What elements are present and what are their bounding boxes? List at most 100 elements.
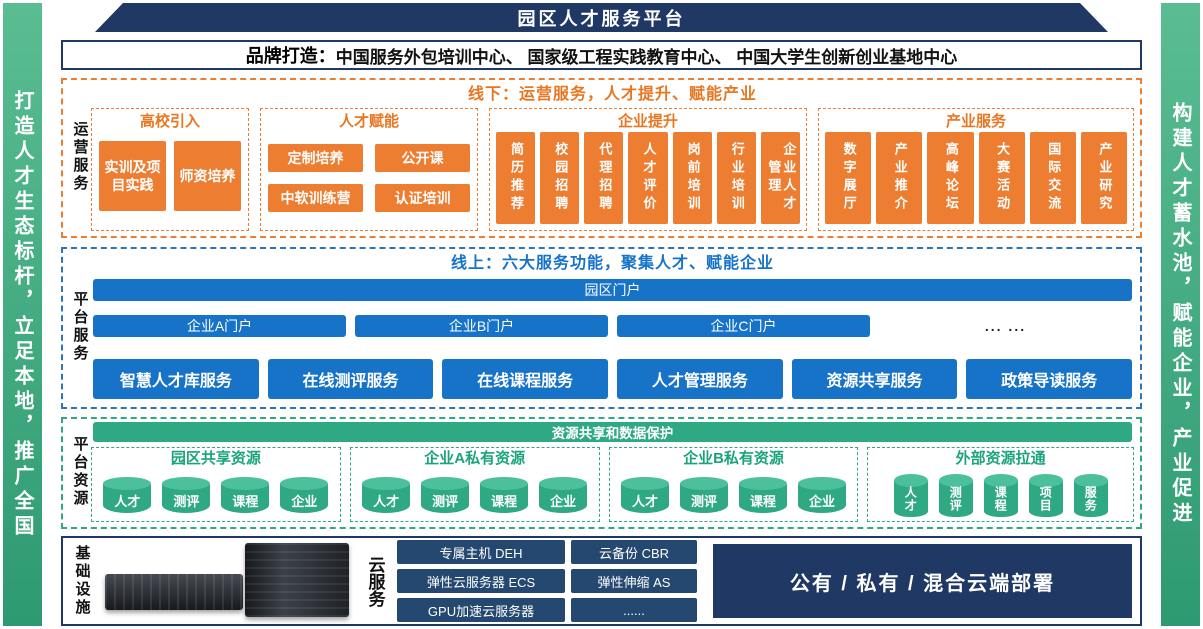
group-industry-service: 产业服务 数字展厅产业推介高峰论坛大赛活动国际交流产业研究 [818, 108, 1134, 231]
database-cylinder-icon: 测评 [938, 474, 973, 517]
cylinder-label: 企业 [550, 493, 577, 509]
database-cylinder-icon: 人才 [620, 477, 669, 513]
database-cylinder-icon: 企业 [539, 477, 588, 513]
brand-row: 品牌打造： 中国服务外包培训中心、 国家级工程实践教育中心、 中国大学生创新创业… [61, 40, 1142, 70]
platform-body: 线上：六大服务功能，聚集人才、赋能企业 园区门户 企业A门户企业B门户企业C门户… [91, 252, 1134, 402]
cylinder-label: 测评 [690, 493, 717, 509]
tower-server-image [245, 543, 349, 617]
cylinder-label: 人才 [373, 493, 400, 509]
cloud-deployment-box: 公有 / 私有 / 混合云端部署 [713, 544, 1132, 618]
resource-group-title: 外部资源拉通 [955, 450, 1046, 467]
database-cylinder-icon: 人才 [362, 477, 411, 513]
park-portal-bar: 园区门户 [93, 279, 1132, 301]
platform-side-label: 平台服务 [69, 252, 91, 402]
section-operation: 运营服务 线下：运营服务，人才提升、赋能产业 高校引入 实训及项目实践师资培养 … [61, 78, 1142, 238]
group-items: 数字展厅产业推介高峰论坛大赛活动国际交流产业研究 [825, 132, 1128, 224]
operation-item: 产业研究 [1080, 132, 1128, 224]
operation-body: 线下：运营服务，人才提升、赋能产业 高校引入 实训及项目实践师资培养 人才赋能 … [91, 83, 1134, 231]
section-platform-service: 平台服务 线上：六大服务功能，聚集人才、赋能企业 园区门户 企业A门户企业B门户… [61, 247, 1142, 409]
database-cylinder-icon: 企业 [797, 477, 846, 513]
operation-item: 企业人才管理 [760, 132, 800, 224]
database-cylinder-icon: 课程 [738, 477, 787, 513]
online-service-box: 在线课程服务 [442, 359, 609, 399]
cylinder-label: 测评 [173, 493, 200, 509]
operation-side-label-text: 运营服务 [71, 121, 89, 193]
database-cylinder-icon: 测评 [162, 477, 211, 513]
cylinder-label: 人才 [114, 493, 141, 509]
cloud-service-box: 专属主机 DEH [397, 540, 565, 564]
right-banner-text: 构建人才蓄水池，赋能企业，产业促进 [1169, 102, 1191, 527]
operation-item: 数字展厅 [825, 132, 872, 224]
brand-label: 品牌打造： [245, 46, 336, 66]
operation-item: 中软训练营 [268, 184, 363, 212]
operation-item: 实训及项目实践 [99, 141, 166, 211]
group-title: 高校引入 [139, 113, 200, 130]
left-banner: 打造人才生态标杆，立足本地，推广全国 [3, 3, 42, 626]
operation-item: 定制培养 [268, 144, 363, 172]
cloud-service-box: GPU加速云服务器 [397, 598, 565, 622]
resource-group-enterprise-a: 企业A私有资源 人才测评课程企业 [349, 447, 600, 522]
operation-item: 校园招聘 [540, 132, 580, 224]
enterprise-portal: 企业C门户 [617, 315, 870, 337]
group-title: 企业提升 [617, 113, 678, 130]
cylinder-label: 测评 [948, 486, 963, 512]
cloud-service-box: ...... [571, 598, 697, 622]
resource-cylinders: 人才 测评 课程 企业 [96, 469, 336, 518]
resource-group-title: 企业A私有资源 [424, 450, 526, 467]
cloud-service-label-text: 云服务 [365, 555, 385, 607]
operation-title: 线下：运营服务，人才提升、赋能产业 [467, 86, 757, 103]
cylinder-label: 人才 [631, 493, 658, 509]
enterprise-portal: 企业B门户 [355, 315, 608, 337]
cloud-service-box: 弹性伸缩 AS [571, 569, 697, 593]
operation-item: 行业培训 [716, 132, 756, 224]
database-cylinder-icon: 课程 [983, 474, 1018, 517]
group-university-intro: 高校引入 实训及项目实践师资培养 [91, 108, 249, 231]
operation-item: 国际交流 [1029, 132, 1076, 224]
left-banner-text: 打造人才生态标杆，立足本地，推广全国 [11, 89, 33, 540]
group-enterprise-improve: 企业提升 简历推荐校园招聘代理招聘人才评价岗前培训行业培训企业人才管理 [489, 108, 807, 231]
cloud-service-label: 云服务 [363, 556, 387, 607]
online-service-box: 智慧人才库服务 [93, 359, 259, 399]
group-title: 人才赋能 [338, 113, 399, 130]
enterprise-portal: ... ... [879, 315, 1132, 337]
database-cylinder-icon: 课程 [221, 477, 270, 513]
resource-side-label: 平台资源 [69, 422, 91, 522]
cylinder-label: 项目 [1038, 486, 1053, 512]
section-platform-resource: 平台资源 资源共享和数据保护 园区共享资源 人才测评课程企业 企业A私有资源 [61, 417, 1142, 529]
brand-text: 中国服务外包培训中心、 国家级工程实践教育中心、 中国大学生创新创业基地中心 [335, 47, 958, 67]
database-cylinder-icon: 测评 [421, 477, 470, 513]
cylinder-label: 服务 [1083, 486, 1098, 512]
cylinder-label: 人才 [903, 486, 918, 512]
resource-group-enterprise-b: 企业B私有资源 人才测评课程企业 [608, 447, 859, 522]
database-cylinder-icon: 企业 [280, 477, 329, 513]
database-cylinder-icon: 项目 [1028, 474, 1063, 517]
group-items: 简历推荐校园招聘代理招聘人才评价岗前培训行业培训企业人才管理 [496, 132, 800, 224]
online-service-box: 人才管理服务 [617, 359, 783, 399]
enterprise-portal: 企业A门户 [93, 315, 346, 337]
cloud-service-box: 弹性云服务器 ECS [397, 569, 565, 593]
resource-cylinders: 人才 测评 课程 企业 [614, 469, 854, 518]
cylinder-label: 课程 [749, 493, 776, 509]
server-images [103, 542, 353, 620]
group-talent-enable: 人才赋能 定制培养公开课中软训练营认证培训 [260, 108, 478, 231]
operation-item: 代理招聘 [584, 132, 624, 224]
infrastructure-side-label-text: 基础设施 [73, 545, 91, 617]
main-content: 品牌打造： 中国服务外包培训中心、 国家级工程实践教育中心、 中国大学生创新创业… [61, 40, 1142, 626]
online-service-box: 资源共享服务 [791, 359, 958, 399]
page-title-banner: 园区人才服务平台 [95, 3, 1108, 32]
enterprise-portals: 企业A门户企业B门户企业C门户 ... ... [93, 315, 1132, 337]
cylinder-label: 企业 [291, 493, 318, 509]
operation-item: 岗前培训 [672, 132, 712, 224]
operation-item: 高峰论坛 [927, 132, 974, 224]
operation-item: 师资培养 [174, 141, 241, 211]
operation-groups: 高校引入 实训及项目实践师资培养 人才赋能 定制培养公开课中软训练营认证培训 企… [91, 108, 1134, 231]
group-items: 实训及项目实践师资培养 [98, 132, 242, 224]
cylinder-label: 课程 [232, 493, 259, 509]
operation-item: 认证培训 [375, 184, 470, 212]
database-cylinder-icon: 人才 [103, 477, 152, 513]
right-banner: 构建人才蓄水池，赋能企业，产业促进 [1161, 3, 1200, 626]
group-title: 产业服务 [945, 113, 1006, 130]
